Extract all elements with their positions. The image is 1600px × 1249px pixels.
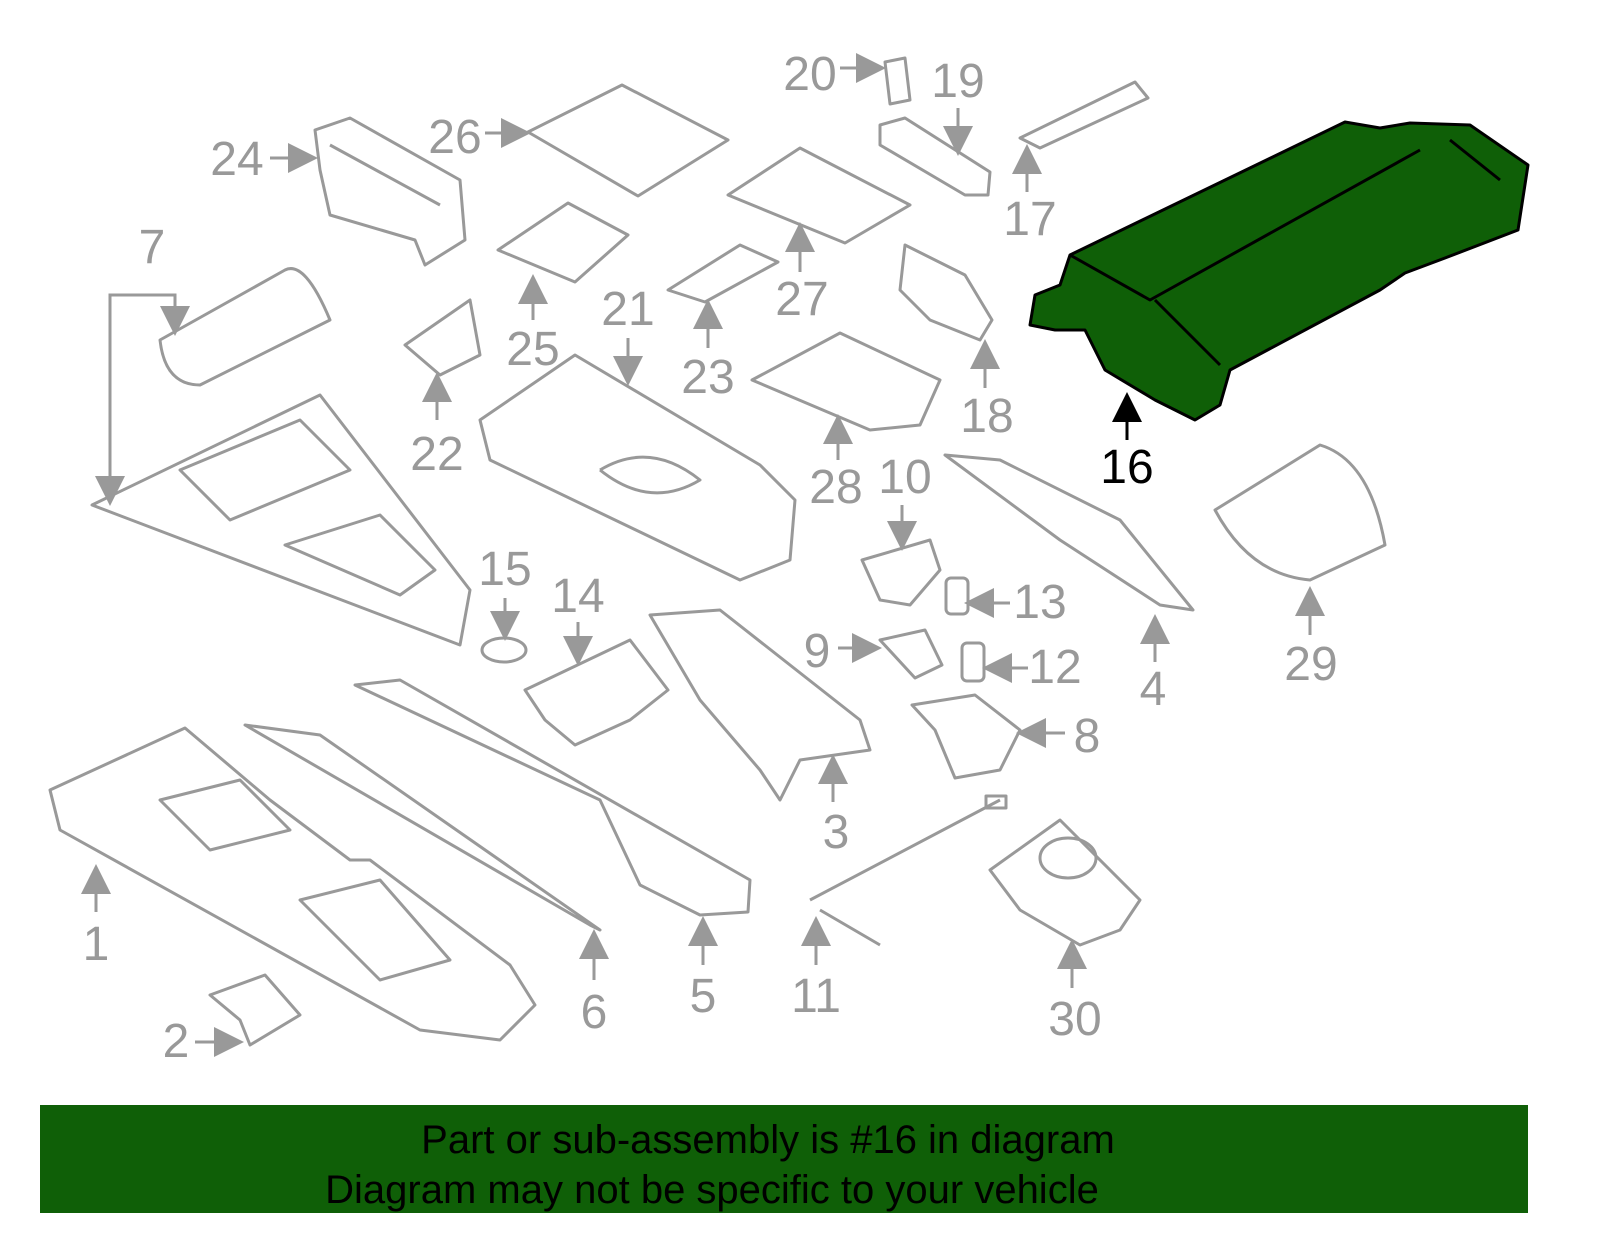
part-5-panel xyxy=(353,678,752,917)
banner-line-1: Part or sub-assembly is #16 in diagram xyxy=(421,1118,1115,1162)
callout-4: 4 xyxy=(1139,663,1167,716)
part-29-armrest xyxy=(1213,443,1387,582)
info-banner: Part or sub-assembly is #16 in diagram D… xyxy=(40,1105,1528,1213)
callout-22: 22 xyxy=(410,428,464,481)
callout-12: 12 xyxy=(1028,641,1082,694)
part-8-cupholder xyxy=(910,693,1022,780)
part-4-trim xyxy=(943,453,1195,612)
part-22-bracket xyxy=(403,298,482,377)
callout-20: 20 xyxy=(783,48,837,101)
part-7-trim-panel xyxy=(90,393,472,647)
callout-28: 28 xyxy=(809,461,863,514)
callout-1: 1 xyxy=(82,918,110,971)
part-2-bracket xyxy=(208,973,302,1047)
callout-9: 9 xyxy=(803,625,831,678)
part-24-tray xyxy=(313,116,467,267)
callout-10: 10 xyxy=(878,451,932,504)
part-1-console-base xyxy=(48,726,537,1042)
part-17-trim xyxy=(1018,80,1150,150)
part-14-panel xyxy=(523,638,670,747)
part-13-button xyxy=(944,576,970,616)
part-28-mat xyxy=(750,331,942,432)
callout-2: 2 xyxy=(162,1015,190,1068)
part-23-bracket xyxy=(666,243,780,304)
callout-25: 25 xyxy=(506,323,560,376)
callout-16: 16 xyxy=(1100,441,1154,494)
part-10-insert xyxy=(860,538,942,607)
part-25-mat xyxy=(496,201,630,284)
callout-23: 23 xyxy=(681,351,735,404)
part-12-button xyxy=(960,641,986,683)
part-11-connector xyxy=(984,794,1008,810)
part-15-ring xyxy=(480,636,528,664)
callout-29: 29 xyxy=(1284,638,1338,691)
callout-18: 18 xyxy=(960,390,1014,443)
part-7-cover xyxy=(158,267,332,387)
callout-19: 19 xyxy=(931,55,985,108)
part-21-housing xyxy=(478,353,797,582)
callout-27: 27 xyxy=(775,273,829,326)
callout-8: 8 xyxy=(1073,710,1101,763)
callout-7: 7 xyxy=(138,221,166,274)
part-9-insert xyxy=(878,628,944,680)
callout-14: 14 xyxy=(551,570,605,623)
part-30-knob xyxy=(1038,836,1098,880)
callout-30: 30 xyxy=(1048,993,1102,1046)
callout-24: 24 xyxy=(210,133,264,186)
callout-3: 3 xyxy=(822,806,850,859)
callout-21: 21 xyxy=(601,283,655,336)
part-27-mat xyxy=(726,146,912,245)
callout-5: 5 xyxy=(689,970,717,1023)
part-16-armrest-assembly xyxy=(1028,120,1530,422)
part-11-harness xyxy=(809,798,1001,947)
part-20-clip xyxy=(883,56,912,106)
callout-6: 6 xyxy=(580,986,608,1039)
callout-15: 15 xyxy=(478,543,532,596)
part-26-mat xyxy=(526,83,730,198)
part-19-switch xyxy=(878,116,992,197)
callout-13: 13 xyxy=(1013,576,1067,629)
callout-17: 17 xyxy=(1003,193,1057,246)
callout-26: 26 xyxy=(428,111,482,164)
part-30-controller xyxy=(988,818,1142,947)
banner-line-2: Diagram may not be specific to your vehi… xyxy=(325,1168,1099,1212)
part-18-bracket xyxy=(898,243,994,342)
callout-11: 11 xyxy=(791,970,841,1023)
part-3-console-trim xyxy=(648,608,872,802)
